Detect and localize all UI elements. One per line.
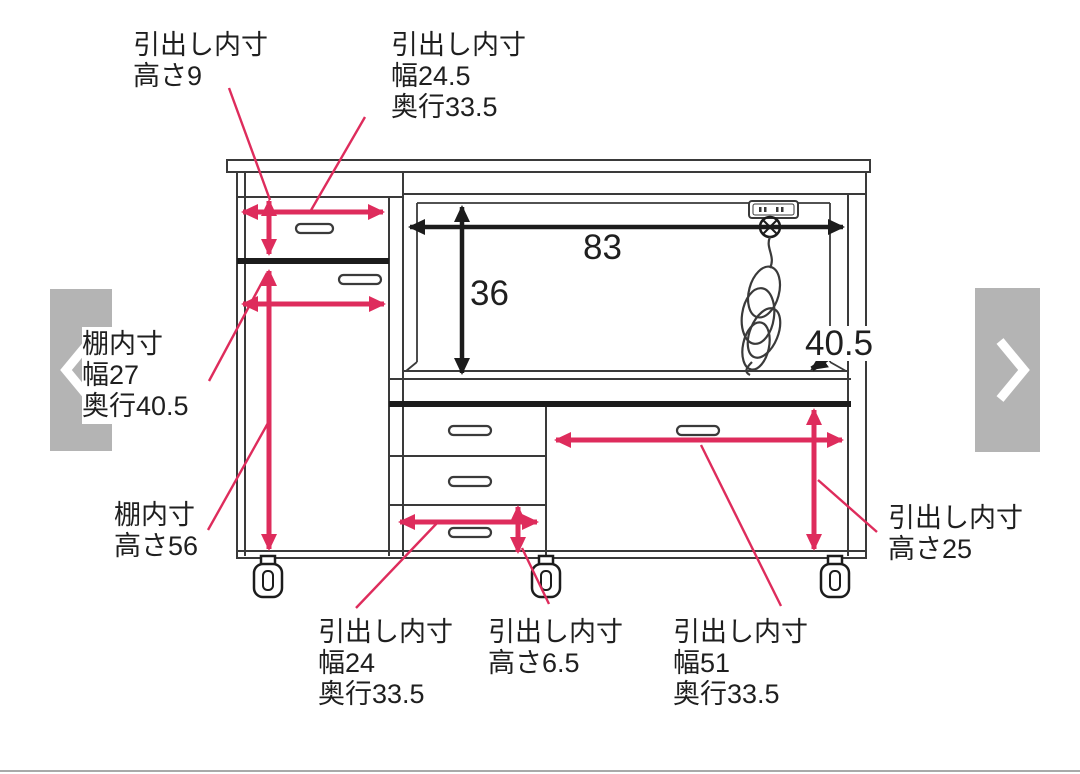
casters bbox=[252, 554, 851, 599]
red-dimension-arrows bbox=[241, 199, 844, 554]
drawer-handle bbox=[675, 424, 721, 437]
drawer-handle bbox=[294, 222, 335, 235]
power-outlet-icon bbox=[748, 200, 799, 239]
drawer-handle bbox=[447, 424, 493, 437]
chevron-right-icon bbox=[996, 338, 1030, 402]
bottom-drawers bbox=[389, 407, 721, 556]
dimension-label-left-shelf-height: 棚内寸 高さ56 bbox=[114, 500, 199, 561]
dimension-label-left-shelf: 棚内寸 幅27 奥行40.5 bbox=[82, 327, 195, 424]
power-cable-coil-icon bbox=[740, 236, 782, 376]
opening-depth-value: 40.5 bbox=[801, 326, 878, 361]
caster-icon bbox=[530, 554, 562, 599]
dimension-label-bottom-mid-drawer: 引出し内寸 高さ6.5 bbox=[488, 617, 623, 678]
drawer-handle bbox=[447, 475, 493, 488]
page-bottom-divider bbox=[0, 770, 1080, 772]
cabinet-body bbox=[226, 159, 871, 559]
dimension-label-bottom-right-drawer: 引出し内寸 幅51 奥行33.5 bbox=[673, 617, 808, 709]
label-pointer-lines bbox=[206, 87, 878, 609]
counter-top bbox=[226, 159, 871, 173]
dimension-label-right-drawer: 引出し内寸 高さ25 bbox=[888, 503, 1023, 564]
dimension-label-top-left-drawer: 引出し内寸 高さ9 bbox=[133, 30, 268, 91]
caster-icon bbox=[252, 554, 284, 599]
opening-height-value: 36 bbox=[470, 274, 509, 313]
dimension-label-top-mid-drawer: 引出し内寸 幅24.5 奥行33.5 bbox=[391, 30, 526, 122]
caster-icon bbox=[819, 554, 851, 599]
carousel-next-button[interactable] bbox=[975, 288, 1040, 452]
opening-width-value: 83 bbox=[583, 228, 622, 267]
drawer-handle bbox=[447, 526, 493, 539]
tray-handle bbox=[337, 273, 383, 286]
dimension-label-bottom-left-drawer: 引出し内寸 幅24 奥行33.5 bbox=[318, 617, 453, 709]
